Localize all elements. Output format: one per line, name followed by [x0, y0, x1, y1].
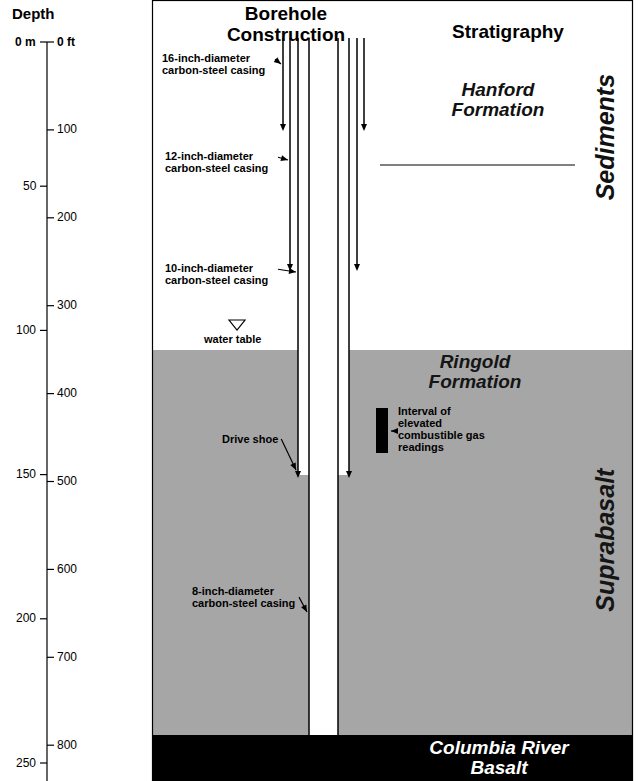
unit-name: Sediments	[592, 74, 618, 200]
axis-title: Depth	[12, 6, 55, 23]
formation-name: Hanford Formation	[438, 80, 558, 120]
leader-arrowhead	[274, 57, 281, 64]
depth-value: 600	[57, 563, 77, 576]
column-heading: Borehole Construction	[196, 4, 376, 46]
casing-label: 10-inch-diameter carbon-steel casing	[165, 262, 275, 286]
depth-value: 300	[57, 299, 77, 312]
depth-value: 0 m	[15, 36, 36, 49]
leader-line	[299, 597, 307, 612]
depth-value: 100	[16, 324, 36, 337]
unit-name: Suprabasalt	[592, 469, 618, 612]
casing-label: 16-inch-diameter carbon-steel casing	[162, 52, 272, 76]
casing-label: 8-inch-diameter carbon-steel casing	[192, 585, 296, 609]
casing-label: 12-inch-diameter carbon-steel casing	[165, 150, 275, 174]
column-heading: Stratigraphy	[452, 22, 564, 43]
depth-value: 700	[57, 651, 77, 664]
depth-value: 200	[16, 612, 36, 625]
depth-value: 150	[16, 468, 36, 481]
leader-arrowhead	[301, 604, 307, 612]
gas-interval-label: Interval of elevated combustible gas rea…	[398, 405, 490, 453]
sediments-band: Hanford Formation Sediments	[152, 42, 633, 350]
water-table-label: water table	[204, 333, 261, 345]
suprabasalt-band: Ringold FormationSuprabasalt	[152, 350, 633, 735]
depth-value: 500	[57, 475, 77, 488]
formation-name: Columbia River Basalt	[414, 738, 584, 778]
depth-value: 0 ft	[57, 36, 75, 49]
leader-arrowhead	[290, 462, 296, 470]
depth-value: 50	[23, 180, 36, 193]
basalt-band: Columbia River Basalt	[152, 735, 633, 781]
depth-value: 800	[57, 739, 77, 752]
depth-value: 400	[57, 387, 77, 400]
leader-arrowhead	[289, 268, 296, 274]
drive-shoe-label: Drive shoe	[222, 433, 278, 445]
depth-value: 250	[16, 757, 36, 770]
depth-value: 100	[57, 123, 77, 136]
leader-arrowhead	[280, 155, 288, 161]
depth-value: 200	[57, 211, 77, 224]
leader-arrowhead	[391, 428, 398, 434]
leader-line	[281, 439, 296, 470]
formation-name: Ringold Formation	[410, 352, 540, 392]
